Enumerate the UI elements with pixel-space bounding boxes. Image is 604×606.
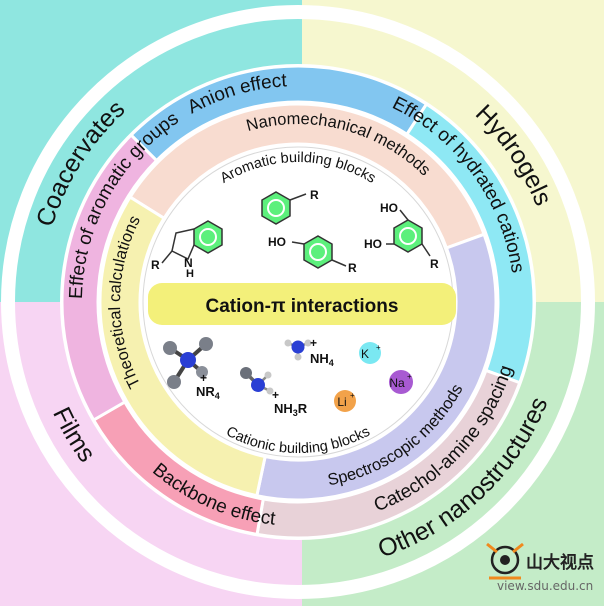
nh3r-molecule: + NH3R	[240, 367, 308, 418]
indole-molecule: R N H	[151, 220, 223, 280]
theoretical-sector	[98, 195, 267, 498]
outer-ring-border	[1, 5, 595, 599]
cation-pi-band	[148, 283, 456, 325]
cation-pi-title: Cation-π interactions	[206, 296, 399, 317]
watermark-brand: 山大视点	[526, 552, 594, 573]
plus-sign: +	[310, 336, 317, 350]
second-ring	[60, 64, 536, 540]
nh3r-label: NH3R	[274, 401, 308, 418]
nh4-label: NH4	[310, 351, 334, 368]
svg-text:Li: Li	[337, 395, 346, 409]
nh4-molecule: + NH4	[284, 336, 334, 368]
watermark: 山大视点 view.sdu.edu.cn	[486, 542, 594, 593]
watermark-url: view.sdu.edu.cn	[497, 579, 593, 593]
sdu-logo-icon	[486, 542, 524, 580]
ho-label-left: HO	[364, 237, 382, 251]
svg-text:+: +	[407, 372, 412, 381]
svg-text:+: +	[376, 343, 381, 352]
r-label: R	[348, 261, 357, 275]
plus-sign: +	[272, 388, 279, 402]
plus-sign: +	[200, 371, 207, 385]
benzene-molecule: R	[261, 188, 319, 225]
svg-text:K: K	[361, 347, 369, 361]
k-ion: K +	[359, 342, 381, 364]
na-ion: Na +	[389, 370, 413, 394]
h-label: H	[186, 268, 194, 280]
nr4-label: NR4	[196, 384, 220, 401]
ho-label: HO	[268, 235, 286, 249]
third-ring	[98, 102, 498, 502]
svg-text:+: +	[350, 391, 355, 400]
r-label: R	[151, 258, 160, 272]
r-label: R	[430, 257, 439, 271]
ho-label-top: HO	[380, 201, 398, 215]
phenol-molecule: HO R	[268, 235, 357, 275]
n-label: N	[184, 256, 193, 270]
svg-text:Na: Na	[389, 376, 405, 390]
catechol-molecule: HO HO R	[364, 201, 439, 271]
nr4-molecule: + NR4	[163, 337, 220, 401]
r-label: R	[310, 188, 319, 202]
li-ion: Li +	[334, 390, 356, 412]
